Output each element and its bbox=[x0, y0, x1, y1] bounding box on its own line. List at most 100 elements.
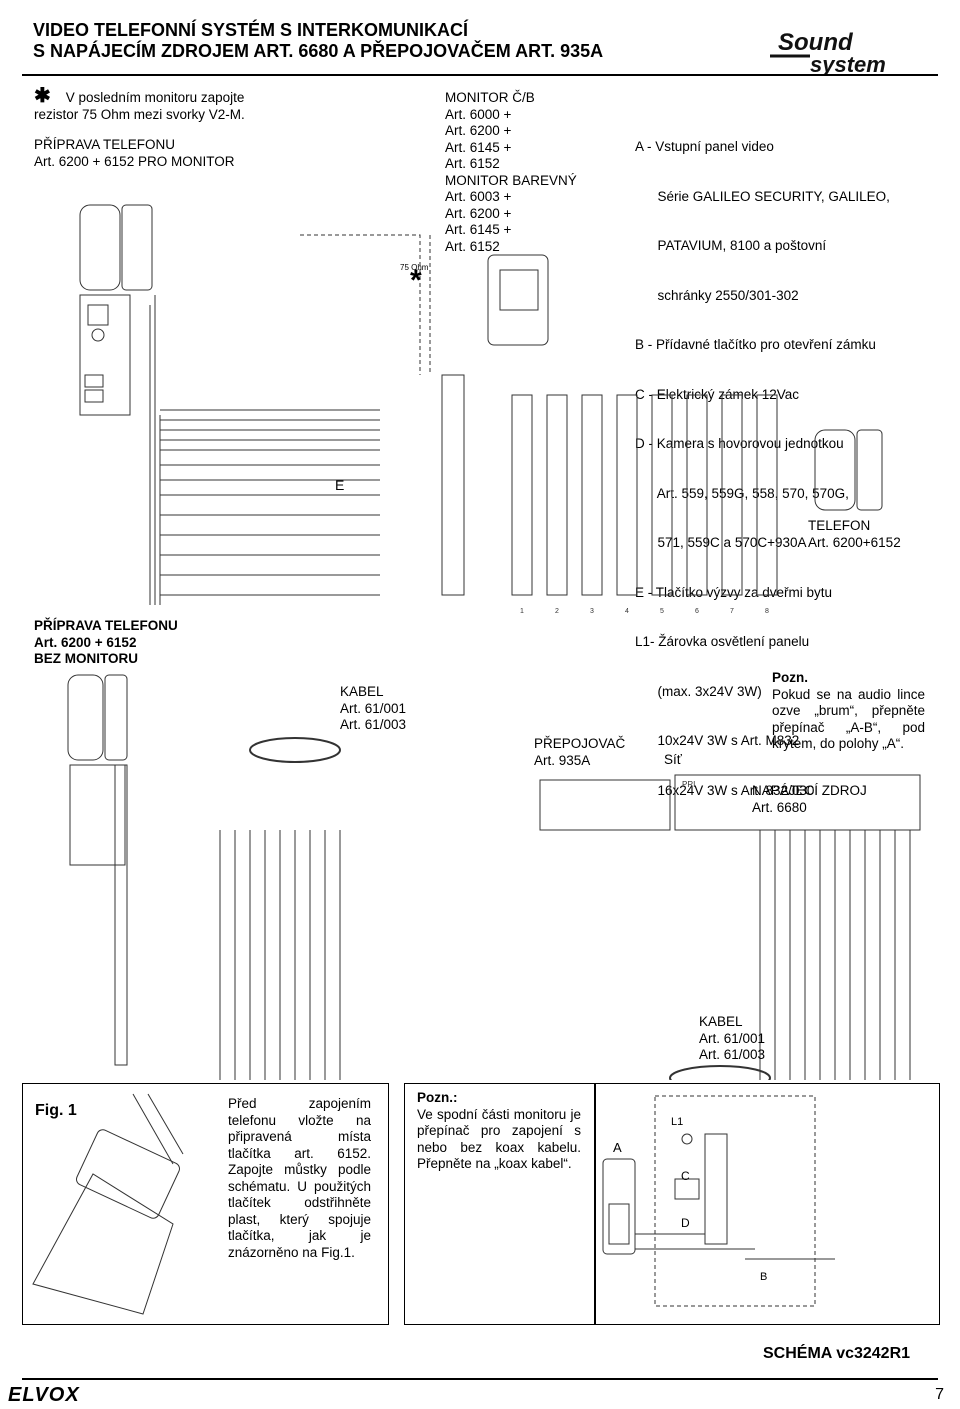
prep-title-top: PŘÍPRAVA TELEFONU bbox=[34, 137, 176, 152]
monitor-bw-item: Art. 6000 + bbox=[445, 106, 512, 122]
legend-line: (max. 3x24V 3W) bbox=[635, 683, 762, 699]
handset-shape bbox=[79, 204, 121, 291]
kabel-top-art2: Art. 61/003 bbox=[340, 717, 407, 732]
svg-text:5: 5 bbox=[660, 608, 664, 615]
svg-text:6: 6 bbox=[695, 608, 699, 615]
telefon-art: Art. 6200+6152 bbox=[808, 534, 901, 550]
resistor-line-1: V posledním monitoru zapojte bbox=[65, 90, 245, 105]
header-rule bbox=[22, 74, 938, 76]
panel-diagram-box: A B C D L1 bbox=[594, 1083, 940, 1325]
label-e: E bbox=[335, 477, 344, 493]
monitor-bw-item: Art. 6200 + bbox=[445, 123, 512, 138]
letter-a: A bbox=[613, 1140, 622, 1155]
monitor-bw-item: Art. 6152 bbox=[445, 156, 500, 171]
fig1-panel: Fig. 1 Před zapojením telefonu vložte na… bbox=[22, 1083, 389, 1325]
napajeci-zdroj: NAPÁJECÍ ZDROJ Art. 6680 bbox=[752, 783, 867, 816]
svg-text:1: 1 bbox=[520, 608, 524, 615]
logo-top-text: Sound bbox=[778, 29, 854, 56]
monitor-bw-item: Art. 6145 + bbox=[445, 139, 512, 155]
logo-bottom-text: system bbox=[810, 52, 886, 76]
title-line-2: S NAPÁJECÍM ZDROJEM ART. 6680 A PŘEPOJOV… bbox=[33, 41, 604, 61]
letter-b: B bbox=[760, 1271, 767, 1283]
instructions-text: Před zapojením telefonu vložte na připra… bbox=[228, 1096, 371, 1260]
letter-l1: L1 bbox=[671, 1116, 683, 1128]
page-number: 7 bbox=[935, 1386, 944, 1403]
legend-line: 571, 559C a 570C+930A bbox=[635, 535, 807, 550]
legend-line: E - Tlačítko výzvy za dveřmi bytu bbox=[635, 584, 833, 600]
sound-system-logo: Sound system bbox=[770, 29, 920, 76]
legend-line: Série GALILEO SECURITY, GALILEO, bbox=[635, 188, 890, 204]
pozn-bottom-title: Pozn.: bbox=[417, 1090, 458, 1105]
monitor-shape bbox=[487, 254, 549, 346]
telefon-label: TELEFON Art. 6200+6152 bbox=[808, 518, 901, 551]
legend-line: L1- Žárovka osvětlení panelu bbox=[635, 634, 810, 649]
fig1-label: Fig. 1 bbox=[35, 1102, 77, 1119]
legend-line: PATAVIUM, 8100 a poštovní bbox=[635, 238, 827, 253]
prepojovac: PŘEPOJOVAČ Art. 935A bbox=[534, 736, 625, 769]
svg-text:4: 4 bbox=[625, 608, 629, 615]
prep-bottom-art: Art. 6200 + 6152 bbox=[34, 634, 137, 650]
kabel-top-label: KABEL bbox=[340, 684, 384, 699]
svg-text:2: 2 bbox=[555, 608, 559, 615]
wiring-diagram-bottom: PRI bbox=[67, 674, 921, 1080]
pri-label: PRI bbox=[682, 780, 695, 789]
kabel-top-art1: Art. 61/001 bbox=[340, 700, 407, 716]
elvox-logo: ELVOX bbox=[8, 1384, 80, 1406]
svg-text:7: 7 bbox=[730, 608, 734, 615]
resistor-line-2: rezistor 75 Ohm mezi svorky V2-M. bbox=[34, 106, 245, 122]
kabel-bottom-label: KABEL bbox=[699, 1014, 743, 1029]
monitor-color-item: Art. 6152 bbox=[445, 238, 500, 254]
legend: A - Vstupní panel video Série GALILEO SE… bbox=[635, 106, 890, 816]
kabel-top: KABEL Art. 61/001 Art. 61/003 bbox=[340, 684, 406, 734]
letter-d: D bbox=[681, 1216, 690, 1230]
kabel-bottom-art2: Art. 61/003 bbox=[699, 1047, 766, 1062]
kabel-bottom: KABEL Art. 61/001 Art. 61/003 bbox=[699, 1014, 765, 1064]
svg-text:3: 3 bbox=[590, 608, 594, 615]
title-line-1: VIDEO TELEFONNÍ SYSTÉM S INTERKOMUNIKACÍ bbox=[33, 20, 469, 40]
monitor-color-title: MONITOR BAREVNÝ bbox=[445, 172, 577, 188]
svg-text:8: 8 bbox=[765, 608, 769, 615]
prep-bottom-sub: BEZ MONITORU bbox=[34, 651, 138, 666]
legend-line: B - Přídavné tlačítko pro otevření zámku bbox=[635, 337, 876, 352]
monitor-list: MONITOR Č/B Art. 6000 + Art. 6200 + Art.… bbox=[445, 90, 577, 255]
monitor-color-item: Art. 6003 + bbox=[445, 189, 512, 204]
sit-label: Síť bbox=[664, 752, 682, 767]
pozn-top: Pozn. Pokud se na audio lince ozve „brum… bbox=[772, 670, 925, 753]
pozn-bottom-text: Ve spodní části monitoru je přepínač pro… bbox=[417, 1106, 581, 1172]
legend-line: D - Kamera s hovorovou jednotkou bbox=[635, 436, 844, 451]
svg-text:75 Ohm: 75 Ohm bbox=[400, 263, 429, 272]
pozn-bottom: Pozn.: Ve spodní části monitoru je přepí… bbox=[417, 1090, 581, 1173]
wiring-diagram-top: * 75 Ohm E 1 2 3 4 5 6 7 8 bbox=[79, 204, 883, 615]
monitor-color-item: Art. 6200 + bbox=[445, 205, 512, 221]
panel-diagram: A B C D L1 bbox=[602, 1095, 835, 1307]
legend-line: C - Elektrický zámek 12Vac bbox=[635, 386, 800, 402]
fig1-drawing bbox=[32, 1093, 184, 1315]
letter-c: C bbox=[681, 1169, 690, 1183]
pozn-bottom-box: Pozn.: Ve spodní části monitoru je přepí… bbox=[404, 1083, 596, 1325]
pozn-top-text: Pokud se na audio lince ozve „brum“, pře… bbox=[772, 686, 925, 752]
legend-line: schránky 2550/301-302 bbox=[635, 287, 799, 303]
legend-line: Art. 559, 559G, 558, 570, 570G, bbox=[635, 485, 849, 501]
prepojovac-label: PŘEPOJOVAČ bbox=[534, 736, 626, 751]
napajeci-label: NAPÁJECÍ ZDROJ bbox=[752, 783, 867, 798]
legend-line: 16x24V 3W s Art. 832/030 bbox=[635, 782, 815, 798]
page-title: VIDEO TELEFONNÍ SYSTÉM S INTERKOMUNIKACÍ… bbox=[33, 20, 603, 62]
prep-bottom-title: PŘÍPRAVA TELEFONU bbox=[34, 618, 178, 633]
prep-sub-top: Art. 6200 + 6152 PRO MONITOR bbox=[34, 153, 235, 169]
star-marker: * bbox=[410, 264, 422, 297]
column-numbers: 1 2 3 4 5 6 7 8 bbox=[520, 608, 769, 615]
star-icon: ✱ bbox=[34, 85, 51, 107]
footer-rule bbox=[22, 1378, 938, 1380]
napajeci-art: Art. 6680 bbox=[752, 799, 807, 815]
legend-line: A - Vstupní panel video bbox=[635, 139, 774, 154]
kabel-bottom-art1: Art. 61/001 bbox=[699, 1030, 766, 1046]
pozn-top-title: Pozn. bbox=[772, 670, 808, 685]
telefon-title: TELEFON bbox=[808, 518, 871, 533]
monitor-bw-title: MONITOR Č/B bbox=[445, 90, 535, 105]
prepojovac-art: Art. 935A bbox=[534, 752, 591, 768]
resistor-note: ✱ V posledním monitoru zapojte rezistor … bbox=[34, 85, 245, 170]
legend-line: 10x24V 3W s Art. M832 bbox=[635, 733, 800, 748]
prep-bottom: PŘÍPRAVA TELEFONU Art. 6200 + 6152 BEZ M… bbox=[34, 618, 178, 668]
schema-label: SCHÉMA vc3242R1 bbox=[763, 1345, 911, 1362]
monitor-color-item: Art. 6145 + bbox=[445, 222, 512, 237]
